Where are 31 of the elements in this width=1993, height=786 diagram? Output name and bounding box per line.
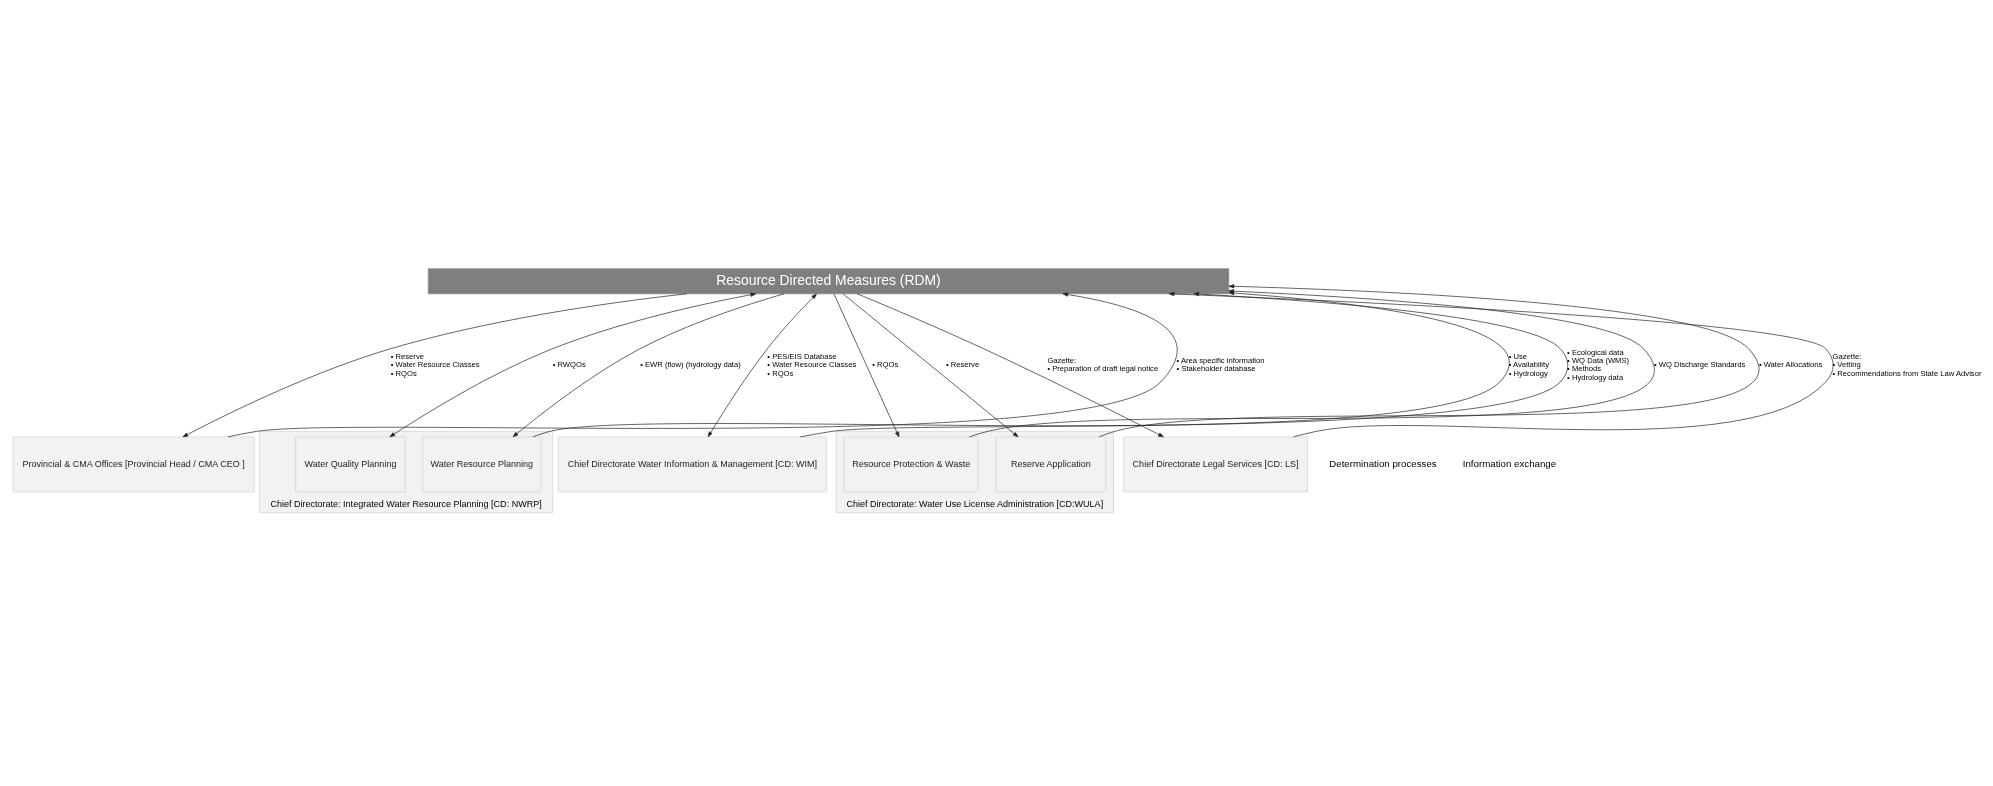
arrow <box>182 292 688 437</box>
edge-label: • RWQOs <box>552 359 586 369</box>
arrow <box>833 293 900 437</box>
arrow <box>707 293 817 437</box>
edge-label: • RQOs <box>872 359 899 369</box>
edge-label: • EWR (flow) (hydrology data) <box>640 359 741 369</box>
arrow <box>842 293 1019 437</box>
edge-label: • Ecological data • WQ Data (WMS) • Methods • Hydrology data <box>1567 347 1630 382</box>
arrow <box>227 292 1178 437</box>
edge-label: • Use • Availability • Hydrology <box>1508 351 1550 378</box>
node-box: Water Resource Planning <box>422 436 542 492</box>
arrow <box>1098 283 1760 437</box>
node-box: Water Quality Planning <box>295 436 406 492</box>
edge-label: Gazette: • Vetting • Recommendations from State Law Advisor <box>1832 351 1982 378</box>
arrow <box>512 292 785 437</box>
node-box: Provincial & CMA Offices [Provincial Head / CMA CEO ] <box>12 436 255 492</box>
edge-label: • Reserve • Water Resource Classes • RQOs <box>390 351 480 378</box>
edge-label: • PES/EIS Database • Water Resource Classes • RQOs <box>767 351 857 378</box>
edge-label: • Water Allocations <box>1758 359 1823 369</box>
label: Information exchange <box>1462 457 1557 469</box>
edge-label: • WQ Discharge Standards <box>1653 359 1746 369</box>
arrow <box>389 292 756 437</box>
edge-label: Gazette: • Preparation of draft legal notice <box>1047 355 1159 373</box>
edge-label: • Area specific information • Stakeholder database <box>1176 355 1265 373</box>
node-box: Resource Protection & Waste <box>843 436 979 492</box>
node-box: Reserve Application <box>995 436 1107 492</box>
node-box: Chief Directorate Water Information & Management [CD: WIM] <box>557 436 827 492</box>
node-box: Chief Directorate Legal Services [CD: LS] <box>1123 436 1308 492</box>
arrow <box>856 292 1164 437</box>
label: Determination processes <box>1329 457 1437 469</box>
edge-label: • Reserve <box>945 359 980 369</box>
